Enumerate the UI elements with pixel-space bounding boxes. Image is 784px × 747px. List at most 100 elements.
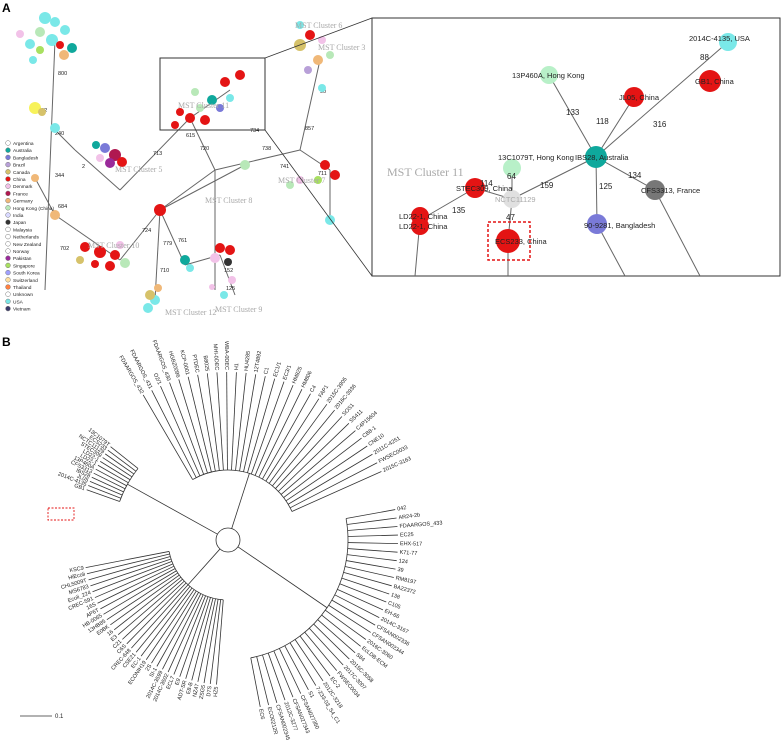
- overview-edge: [219, 254, 236, 296]
- overview-nodes: [16, 12, 340, 313]
- tree-branch: [287, 453, 373, 505]
- tree-branch: [317, 619, 356, 654]
- edge-label: 702: [60, 246, 69, 252]
- tree-branch: [122, 580, 185, 640]
- edge-label: 734: [250, 128, 259, 134]
- tree-branch: [135, 586, 191, 653]
- legend-label: Vietnam: [13, 307, 31, 313]
- tree-clade: KSC9HiEcoliCHL5009TMS6783Ecoli_224CREC-5…: [60, 548, 224, 703]
- overview-node: [176, 108, 184, 116]
- edge-label: 720: [200, 146, 209, 152]
- overview-node: [296, 176, 304, 184]
- legend-swatch: [5, 255, 11, 261]
- legend-label: South Korea: [13, 271, 40, 277]
- overview-node: [109, 149, 121, 161]
- panel-b-label: B: [2, 335, 11, 349]
- legend-label: Germany: [13, 199, 33, 205]
- legend-label: Hong Kong (China): [13, 206, 54, 212]
- tree-leaf-label: 16: [106, 629, 115, 638]
- legend-swatch: [5, 219, 11, 225]
- tree-branch: [231, 372, 237, 471]
- edge-label: 344: [55, 173, 64, 179]
- overview-node: [117, 157, 127, 167]
- tree-branch: [185, 597, 211, 679]
- legend-label: Thailand: [13, 285, 32, 291]
- tree-branch: [88, 485, 121, 499]
- tree-leaf-label: EC1/1: [273, 361, 283, 377]
- zoom-edge-label: 114: [480, 179, 493, 188]
- overview-node: [228, 276, 236, 284]
- zoom-node-ibs28: [585, 146, 607, 168]
- tree-branch: [187, 376, 212, 473]
- tree-branch: [209, 599, 222, 684]
- overview-node: [16, 30, 24, 38]
- tree-branch: [346, 517, 397, 525]
- tree-leaf-label: E8-B: [186, 681, 195, 695]
- tree-branch: [344, 566, 394, 578]
- zoom-label: NCTC11129: [495, 195, 536, 204]
- overview-node: [200, 115, 210, 125]
- tree-branch: [275, 416, 343, 489]
- tree-branch: [93, 472, 126, 490]
- tree-branch: [343, 571, 392, 587]
- overview-node: [59, 50, 69, 60]
- phylogenetic-tree: GB12014C-4135JL05IBS28CFS331313P460ALD22…: [47, 339, 443, 741]
- legend-swatch: [5, 154, 11, 161]
- tree-branch: [226, 372, 228, 471]
- tree-branch: [151, 590, 197, 664]
- overview-node: [80, 242, 90, 252]
- legend-label: Norway: [13, 249, 30, 255]
- zoom-edge: [595, 96, 635, 158]
- tree-branch: [100, 461, 131, 481]
- tree-branch: [347, 534, 398, 537]
- tree-stem: [231, 473, 250, 529]
- tree-branch: [347, 542, 398, 545]
- overview-node: [36, 46, 44, 54]
- tree-branch: [262, 393, 311, 480]
- tree-branch: [284, 645, 309, 690]
- legend-swatch: [5, 190, 11, 197]
- overview-node: [29, 102, 41, 114]
- zoom-edge: [511, 156, 597, 200]
- panel-a-label: A: [2, 1, 11, 15]
- zoom-edge-label: 316: [653, 120, 667, 129]
- tree-branch: [250, 381, 285, 475]
- zoom-label: 13P460A, Hong Kong: [512, 71, 585, 80]
- tree-branch: [216, 599, 224, 685]
- zoom-label: ECS233, China: [495, 237, 548, 246]
- tree-branch: [299, 635, 331, 677]
- zoom-connector-top: [264, 17, 373, 59]
- overview-node: [38, 108, 46, 116]
- tree-branch: [254, 384, 294, 476]
- mst-label: MST Cluster 12: [165, 308, 216, 317]
- tree-leaf-label: NZ47: [192, 683, 201, 697]
- zoom-edge-label: 159: [540, 181, 554, 190]
- tree-leaf-label: FDAARGOS_433: [399, 520, 442, 529]
- overview-node: [235, 70, 245, 80]
- zoom-label: 13C1079T, Hong Kong: [498, 153, 574, 162]
- tree-clade: 042AR24-2bFDAARGOS_433EC25EHX-517K71-771…: [237, 505, 443, 741]
- tree-branch: [85, 551, 170, 569]
- overview-node: [110, 250, 120, 260]
- overview-node: [224, 258, 232, 266]
- edge-label: 152: [224, 268, 233, 274]
- zoom-edge: [595, 156, 598, 225]
- overview-node: [330, 170, 340, 180]
- edge-label: 857: [305, 126, 314, 132]
- tree-stem: [237, 546, 328, 609]
- overview-node: [91, 260, 99, 268]
- tree-branch: [247, 378, 276, 473]
- legend-swatch: [5, 248, 11, 254]
- legend-swatch: [5, 161, 11, 168]
- tree-branch: [273, 650, 294, 698]
- edge-label: 724: [142, 228, 151, 234]
- overview-edge: [74, 149, 121, 191]
- overview-node: [92, 141, 100, 149]
- tree-leaf-label: K71-77: [399, 550, 417, 557]
- overview-node: [314, 176, 322, 184]
- zoom-edge-label: 133: [566, 108, 580, 117]
- tree-branch: [126, 582, 187, 645]
- tree-branch: [272, 409, 335, 487]
- overview-node: [226, 94, 234, 102]
- legend-label: USA: [13, 299, 24, 305]
